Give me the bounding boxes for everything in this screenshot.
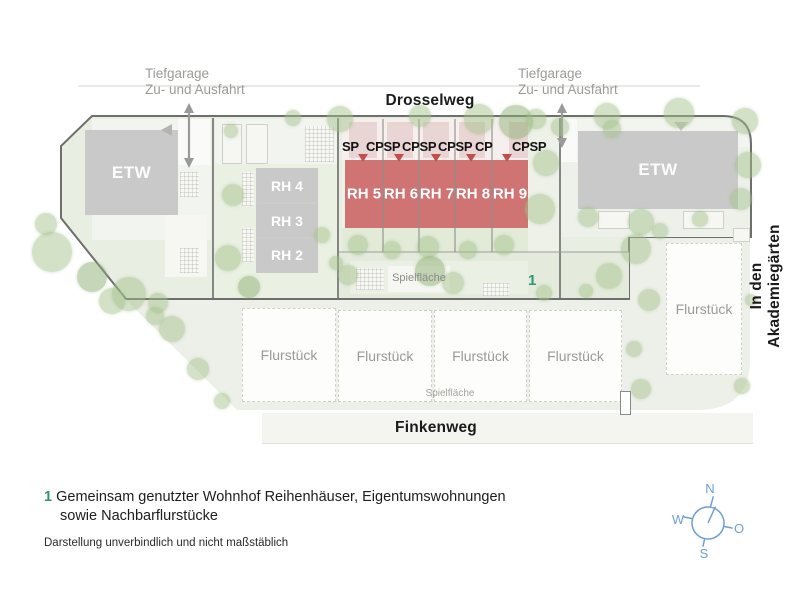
compass-s-label: S [700,546,709,561]
compass-icon: N W O S [672,481,744,561]
garage-right-line2: Zu- und Ausfahrt [518,82,618,97]
plot-label: Flurstück [356,348,414,364]
entry-marker-right-icon [674,122,688,131]
stairs-hatch [180,172,199,197]
parking-label-cpsp: CPSP [366,139,401,154]
rh2-label: RH 2 [271,247,303,263]
red-parcel-garden [342,228,528,252]
path-gate [620,391,631,415]
compass-o-label: O [734,521,744,536]
garage-arrow-left-icon [184,103,194,168]
rh9-label: RH 9 [492,185,528,203]
plot-label: Flurstück [260,347,318,363]
garage-left-line1: Tiefgarage [145,66,210,81]
etw-left-label: ETW [111,162,152,182]
street-band-finkenweg [262,413,753,444]
right-driveway [561,119,577,162]
legend-line1: 1 Gemeinsam genutzter Wohnhof Reihenhäus… [44,489,506,505]
compass-w-label: W [672,512,685,527]
rh5-label: RH 5 [346,185,382,203]
carport-pink [349,122,377,158]
street-akademiegaerten: In den Akademiegärten [748,224,783,348]
garage-left-label: Tiefgarage Zu- und Ausfahrt [145,66,245,98]
play-area-bottom-label: Spielfläche [425,388,475,399]
garage-arrow-right-icon [557,103,567,148]
building-etw-left: ETW [85,130,178,215]
parking-label-cpsp: CPSP [438,139,473,154]
rh8-label: RH 8 [455,185,491,203]
plot-label: Flurstück [547,348,604,364]
parking-label-cpsp: CPSP [402,139,437,154]
rh4-label: RH 4 [271,178,303,194]
play-equipment [483,283,509,296]
terrace [733,228,750,242]
garage-left-line2: Zu- und Ausfahrt [145,82,245,97]
carport-pink [423,122,449,158]
building-rh-5-9 [345,160,528,228]
street-drosselweg: Drosselweg [385,92,475,109]
carport-pink [387,122,413,158]
play-area-mid-label: Spielfläche [392,272,446,284]
carport-pink [459,122,485,158]
building-etw-right: ETW [578,131,738,209]
legend-disclaimer: Darstellung unverbindlich und nicht maßs… [44,537,289,549]
terrace [598,211,630,229]
compass-n-label: N [705,481,714,496]
rh3-label: RH 3 [271,213,303,229]
legend-text1: Gemeinsam genutzter Wohnhof Reihenhäuser… [56,489,506,505]
legend-marker: 1 [44,489,53,505]
legend-line2: sowie Nachbarflurstücke [60,508,218,524]
plot-flurstueck-4: Flurstück [529,310,622,402]
street-finkenweg: Finkenweg [395,419,477,436]
garage-right-line1: Tiefgarage [518,66,583,81]
plot-label: Flurstück [452,348,509,364]
carport-hatch [305,126,334,162]
rh7-label: RH 7 [419,185,455,203]
etw-right-label: ETW [638,160,678,179]
building-rh-2-4 [256,168,318,273]
terrace-hatch [242,228,254,262]
carport [222,124,242,164]
parking-label-sp: SP [342,139,359,154]
plot-label: Flurstück [675,301,733,317]
rh6-label: RH 6 [383,185,419,203]
stairs-hatch [180,248,199,273]
left-driveway [178,119,210,165]
garage-right-label: Tiefgarage Zu- und Ausfahrt [518,66,618,98]
terrace-hatch [242,172,254,206]
plot-flurstueck-right: Flurstück [666,243,742,375]
entry-marker-left-icon [161,124,172,136]
carport-marker-triangles [358,154,512,162]
parking-label-cp: CP [475,139,493,154]
plot-flurstueck-2: Flurstück [338,310,432,402]
plot-flurstueck-3: Flurstück [434,310,527,402]
parking-label-cpsp: CPSP [512,139,547,154]
play-equipment [356,268,384,290]
compass-circle [691,506,725,540]
mid-building-dividers [257,202,317,239]
terrace [683,211,724,229]
carport [246,124,268,164]
courtyard-marker-1: 1 [528,272,537,289]
plot-flurstueck-1: Flurstück [242,308,336,402]
